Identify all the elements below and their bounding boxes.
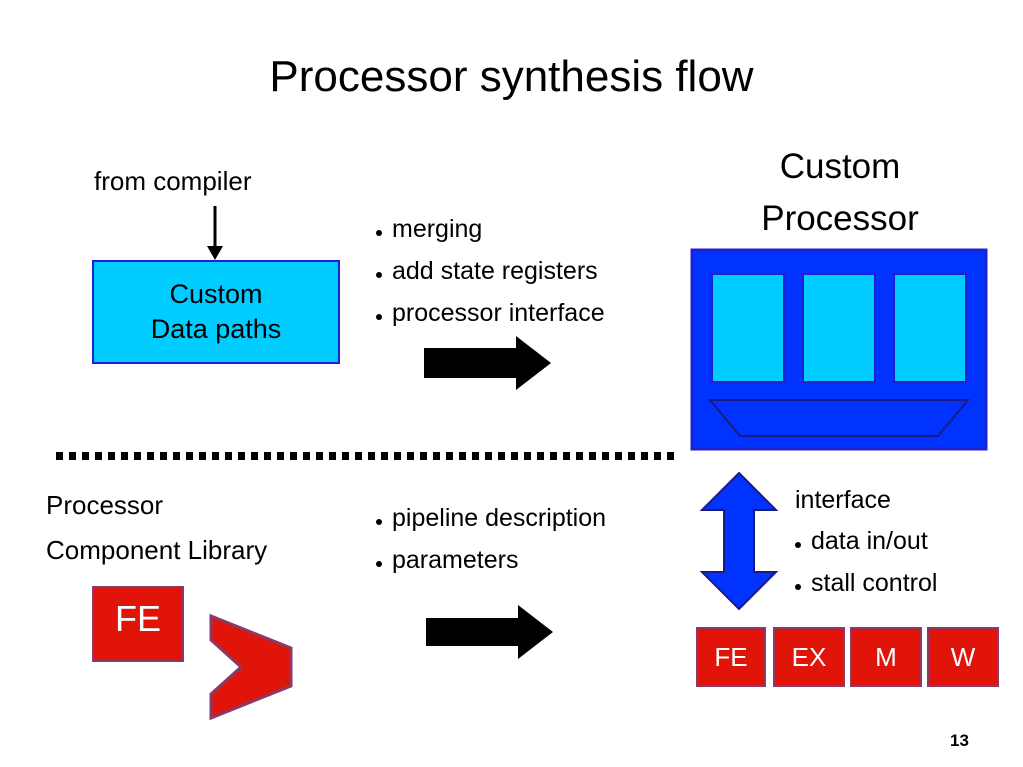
bullet-item: add state registers	[376, 256, 605, 298]
interface-bullet-list: data in/out stall control	[795, 526, 937, 610]
fe-component-block: FE	[92, 586, 184, 662]
stage-fe: FE	[696, 627, 766, 687]
custom-processor-diagram	[690, 248, 988, 451]
merge-bullet-list: merging add state registers processor in…	[376, 214, 605, 340]
bullet-item: parameters	[376, 545, 606, 587]
custom-processor-title: Custom Processor	[730, 141, 950, 245]
processor-unit-2	[802, 273, 876, 383]
custom-datapaths-line2: Data paths	[150, 314, 282, 344]
processor-unit-1	[711, 273, 785, 383]
bullet-item: merging	[376, 214, 605, 256]
right-block-arrow-icon	[426, 605, 553, 659]
custom-processor-line1: Custom	[779, 147, 901, 186]
library-label-line2: Component Library	[46, 535, 268, 565]
right-block-arrow-icon	[424, 336, 551, 390]
pipeline-bullet-list: pipeline description parameters	[376, 503, 606, 587]
bullet-item: pipeline description	[376, 503, 606, 545]
bullet-item: stall control	[795, 568, 937, 610]
bullet-item: data in/out	[795, 526, 937, 568]
bullet-item: processor interface	[376, 298, 605, 340]
library-label-line1: Processor	[46, 490, 164, 520]
from-compiler-label: from compiler	[94, 166, 252, 196]
processor-mux-shape	[707, 399, 971, 437]
page-number: 13	[950, 731, 969, 750]
dotted-separator	[56, 452, 674, 460]
slide-title: Processor synthesis flow	[269, 52, 754, 101]
stage-ex: EX	[773, 627, 845, 687]
down-arrow-icon	[207, 206, 223, 260]
processor-unit-3	[893, 273, 967, 383]
double-arrow-icon	[699, 471, 779, 611]
custom-datapaths-box: Custom Data paths	[92, 260, 340, 364]
stage-m: M	[850, 627, 922, 687]
interface-heading: interface	[795, 486, 891, 514]
custom-datapaths-line1: Custom	[169, 278, 263, 309]
custom-processor-line2: Processor	[761, 199, 919, 238]
stage-w: W	[927, 627, 999, 687]
pipeline-chevron-icon	[209, 613, 293, 721]
